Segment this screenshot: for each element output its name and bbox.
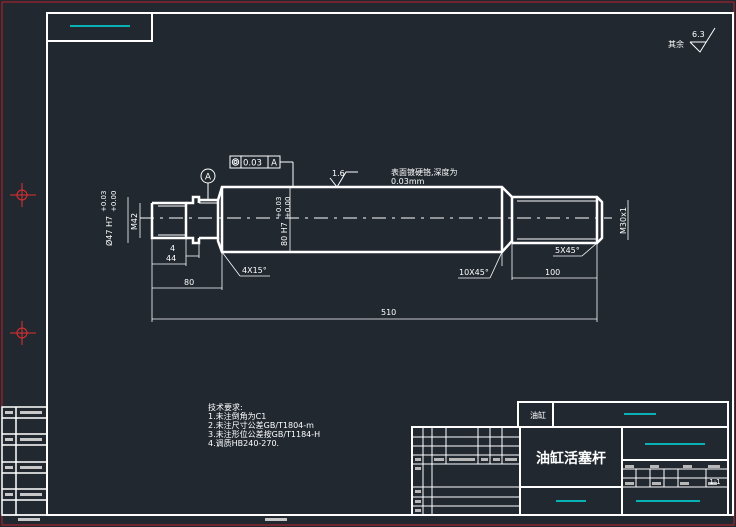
dimension-lines (127, 187, 629, 322)
general-finish-label: 其余 (668, 39, 684, 49)
dim-chamfer-right: 5X45° (555, 246, 580, 255)
side-stamp-blocks (1, 406, 48, 516)
dim-44: 44 (166, 254, 176, 263)
tech-req-item: 1.未注倒角为C1 (208, 411, 266, 421)
general-finish-symbol (689, 27, 716, 53)
drawing-code-box (46, 12, 153, 42)
surface-finish-value: 1.6 (332, 169, 345, 178)
surface-note-line1: 表面镀硬铬,深度为 (391, 167, 458, 177)
part-name: 油缸活塞杆 (536, 450, 606, 467)
tech-req-item: 4.调质HB240-270. (208, 438, 279, 448)
dim-m30: M30x1 (619, 207, 628, 234)
surface-finish-symbol (329, 171, 358, 188)
dim-d80-tol-up: +0.03 (275, 197, 283, 218)
general-finish-value: 6.3 (692, 30, 705, 39)
registration-mark-2 (10, 321, 36, 345)
dim-100: 100 (545, 268, 560, 277)
dim-d47: Ø47 H7 (104, 216, 114, 246)
dim-d47-tol-dn: +0.00 (110, 191, 118, 212)
dim-510: 510 (381, 308, 396, 317)
tolerance-frame (229, 155, 294, 187)
dim-chamfer-mid: 10X45° (459, 268, 489, 277)
tech-req-heading: 技术要求: (208, 402, 243, 412)
tolerance-value: 0.03 (243, 159, 262, 169)
scale-label: 1:1 (709, 478, 720, 486)
dim-d80: 80 H7 (280, 222, 289, 246)
dim-4: 4 (170, 244, 175, 253)
dim-80: 80 (184, 278, 194, 287)
tech-req-item: 2.未注尺寸公差GB/T1804-m (208, 420, 314, 430)
dim-chamfer-left: 4X15° (242, 266, 267, 275)
registration-mark-1 (10, 183, 36, 207)
title-block-grid (412, 427, 728, 515)
piston-rod-outline (150, 185, 604, 254)
tolerance-datum: A (271, 159, 277, 169)
dim-d47-tol-up: +0.03 (100, 191, 108, 212)
dim-m42: M42 (130, 213, 139, 230)
tech-req-item: 3.未注形位公差按GB/T1184-H (208, 429, 320, 439)
title-top-label: 油缸 (530, 410, 546, 420)
title-block (411, 401, 729, 516)
drawing-frame (46, 12, 734, 516)
surface-note-line2: 0.03mm (391, 177, 425, 186)
dim-d80-tol-dn: +0.00 (284, 197, 292, 218)
datum-label: A (205, 173, 212, 183)
